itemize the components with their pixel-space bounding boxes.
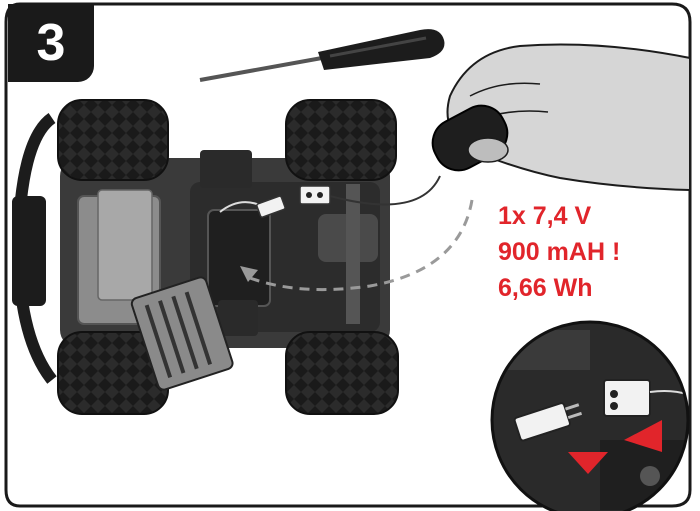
tire-front-left: [57, 99, 169, 181]
battery-count-voltage: 1x 7,4 V: [498, 202, 592, 230]
red-arrow-icon: [624, 420, 662, 452]
tire-rear-left: [285, 99, 397, 181]
battery-energy: 6,66 Wh: [498, 274, 593, 302]
rc-car: [11, 99, 441, 415]
battery-spec: 1x 7,4 V 900 mAH ! 6,66 Wh: [498, 198, 688, 306]
panel-frame: [4, 2, 692, 508]
hand-with-battery: [431, 43, 691, 192]
screwdriver-icon: [199, 29, 445, 82]
battery-capacity: 900 mAH !: [498, 238, 621, 266]
insert-arrow-icon: [240, 199, 474, 292]
battery-cover: [130, 276, 234, 391]
tire-rear-right: [285, 331, 399, 415]
battery-connector-icon: [219, 175, 441, 218]
step-number: 3: [36, 14, 66, 72]
connector-detail-inset: [490, 320, 690, 511]
red-arrow-icon: [568, 452, 608, 474]
step-badge: 3: [8, 4, 94, 82]
